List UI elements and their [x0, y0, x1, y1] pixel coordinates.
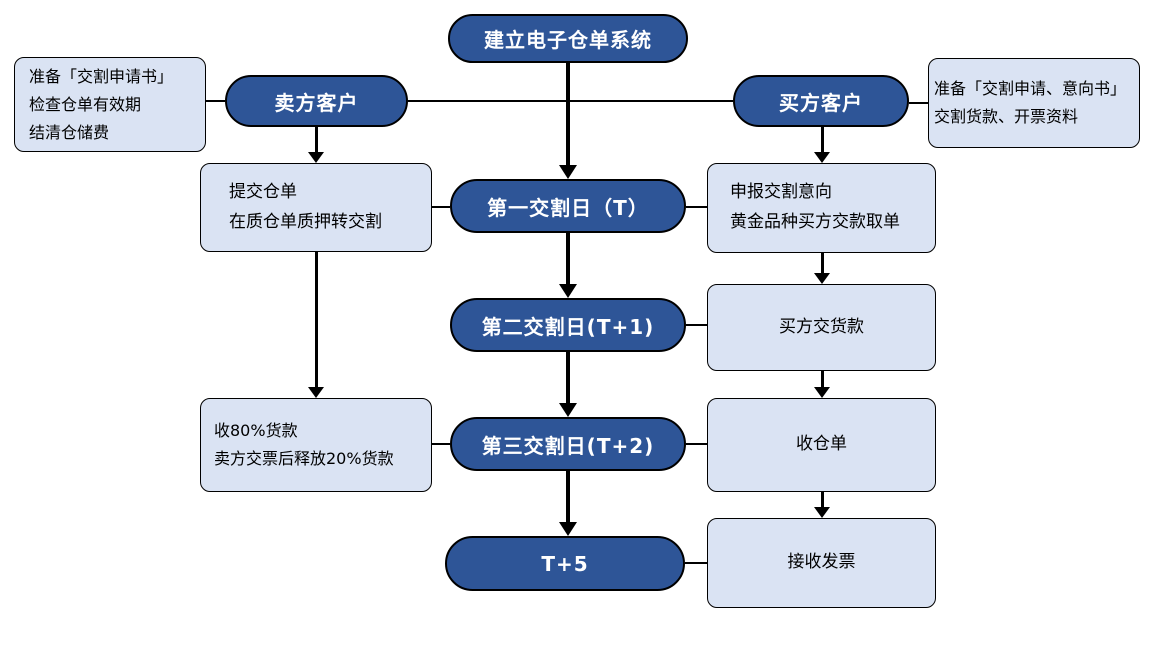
box-buyer-day3: 收仓单 [707, 398, 936, 492]
box-buyer-day2-line1: 买方交货款 [779, 316, 864, 337]
arrow-buyerday1-to-buyerday2 [821, 253, 824, 274]
arrowhead-buyerday1-to-buyerday2 [814, 273, 830, 284]
box-buyer-day1: 申报交割意向 黄金品种买方交款取单 [707, 163, 936, 253]
arrowhead-buyer-to-buyerday1 [814, 152, 830, 163]
arrowhead-day3-to-day5 [559, 522, 577, 536]
box-buyer-day1-line2: 黄金品种买方交款取单 [730, 212, 900, 232]
box-buyer-day5: 接收发票 [707, 518, 936, 608]
box-seller-day3: 收80%货款 卖方交票后释放20%货款 [200, 398, 432, 492]
box-seller-day1-line1: 提交仓单 [229, 181, 297, 202]
box-buyer-prep: 准备「交割申请、意向书」 交割货款、开票资料 [928, 58, 1140, 148]
arrow-sellerday1-to-sellerday3 [315, 252, 318, 388]
node-day5: T+5 [445, 536, 685, 591]
arrowhead-sellerday1-to-sellerday3 [308, 387, 324, 398]
arrow-buyerday2-to-buyerday3 [821, 371, 824, 388]
box-seller-prep-line3: 结清仓储费 [29, 122, 110, 142]
connector-sellerprep-to-seller [206, 100, 225, 102]
box-seller-prep-line2: 检查仓单有效期 [29, 94, 142, 114]
box-buyer-day1-line1: 申报交割意向 [730, 182, 832, 203]
node-buyer-label: 买方客户 [779, 90, 863, 115]
box-seller-prep-line1: 准备「交割申请书」 [29, 66, 174, 86]
box-seller-prep: 准备「交割申请书」 检查仓单有效期 结清仓储费 [14, 57, 206, 152]
box-seller-day3-line1: 收80%货款 [214, 421, 298, 440]
box-seller-day1-line2: 在质仓单质押转交割 [229, 211, 382, 232]
node-day2: 第二交割日(T+1) [450, 298, 686, 352]
box-seller-day3-line2: 卖方交票后释放20%货款 [214, 449, 394, 468]
node-root-label: 建立电子仓单系统 [484, 28, 652, 52]
connector-day1-to-buyerday1 [686, 206, 707, 208]
arrow-buyerday3-to-buyerday5 [821, 492, 824, 508]
arrow-day1-to-day2 [566, 233, 570, 285]
arrowhead-seller-to-sellerday1 [308, 152, 324, 163]
arrow-seller-to-sellerday1 [315, 127, 318, 154]
arrow-day3-to-day5 [566, 471, 570, 523]
box-buyer-prep-line1: 准备「交割申请、意向书」 [934, 79, 1127, 98]
connector-day2-to-buyerday2 [686, 324, 707, 326]
arrowhead-buyerday2-to-buyerday3 [814, 387, 830, 398]
node-day3: 第三交割日(T+2) [450, 417, 686, 471]
box-buyer-day3-line1: 收仓单 [796, 434, 847, 455]
node-day1-label: 第一交割日（T） [487, 195, 649, 220]
box-seller-day1: 提交仓单 在质仓单质押转交割 [200, 163, 432, 252]
node-day2-label: 第二交割日(T+1) [481, 314, 655, 339]
node-buyer: 买方客户 [733, 75, 909, 127]
node-day5-label: T+5 [541, 551, 589, 576]
connector-seller-to-buyer [408, 100, 733, 102]
node-day1: 第一交割日（T） [450, 179, 686, 233]
connector-buyer-to-buyerprep [909, 102, 928, 104]
box-buyer-prep-line2: 交割货款、开票资料 [934, 107, 1079, 126]
connector-day3-to-buyerday3 [686, 443, 707, 445]
arrowhead-day2-to-day3 [559, 403, 577, 417]
connector-sellerday3-to-day3 [432, 443, 450, 445]
arrow-day2-to-day3 [566, 352, 570, 404]
connector-sellerday1-to-day1 [432, 206, 450, 208]
connector-day5-to-buyerday5 [685, 562, 707, 564]
node-root: 建立电子仓单系统 [448, 14, 688, 63]
arrow-buyer-to-buyerday1 [821, 127, 824, 154]
arrow-root-to-day1 [566, 63, 570, 166]
box-buyer-day5-line1: 接收发票 [787, 552, 856, 573]
arrowhead-day1-to-day2 [559, 284, 577, 298]
arrowhead-buyerday3-to-buyerday5 [814, 507, 830, 518]
node-seller: 卖方客户 [225, 75, 408, 127]
arrowhead-root-to-day1 [559, 165, 577, 179]
node-seller-label: 卖方客户 [274, 90, 359, 115]
box-buyer-day2: 买方交货款 [707, 284, 936, 371]
node-day3-label: 第三交割日(T+2) [481, 433, 655, 458]
